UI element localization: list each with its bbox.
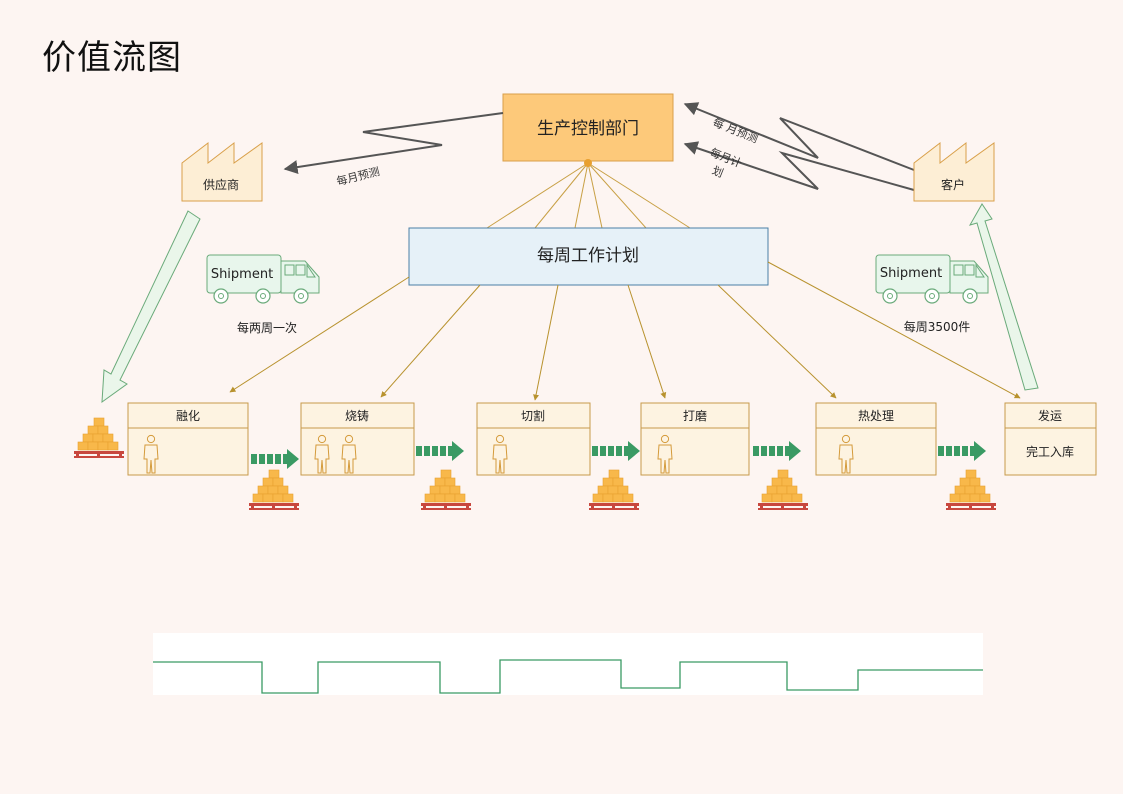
truck-supplier-label: Shipment [211,267,273,282]
push-arrow-icon [251,449,299,469]
inventory-pallet-icon [73,417,125,459]
push-arrow-icon [592,441,640,461]
customer: 客户 [913,141,995,202]
customer-shipment-arrow [968,203,1039,391]
production-control: 生产控制部门 [502,93,674,162]
customer-factory-icon [913,141,995,202]
process-热处理: 热处理 [815,402,937,476]
inventory-pallet-icon [945,469,997,511]
supplier-label: 供应商 [203,177,239,192]
truck-customer-label: Shipment [880,266,942,281]
process-box [300,402,415,476]
supplier: 供应商 [181,141,263,202]
inventory-pallet-icon [757,469,809,511]
process-name: 烧铸 [345,408,369,423]
process-box [1004,402,1097,476]
timeline-line [153,659,983,694]
info-flow-from-customer: 每 月预测 每月计 划 [683,102,915,191]
shipment-frequency-customer: 每周3500件 [904,319,971,334]
from-customer-label-1: 每 月预测 [711,115,760,146]
process-name: 打磨 [683,409,707,423]
truck-customer: Shipment 每周3500件 [875,254,989,334]
process-name: 发运 [1038,408,1062,423]
process-打磨: 打磨 [640,402,750,476]
inventory-pallet-icon [248,469,300,511]
supplier-factory-icon [181,141,263,202]
process-box [640,402,750,476]
inventory-pallet-icon [588,469,640,511]
process-name: 融化 [176,409,200,423]
truck-supplier: Shipment 每两周一次 [206,254,320,335]
process-烧铸: 烧铸 [300,402,415,476]
shipment-frequency-supplier: 每两周一次 [237,320,297,335]
push-arrow-icon [753,441,801,461]
page-title: 价值流图 [42,38,182,78]
process-body-text: 完工入库 [1026,444,1074,459]
supplier-shipment-arrow [101,210,201,404]
process-name: 热处理 [858,409,894,423]
push-arrow-icon [416,441,464,461]
push-arrow-icon [938,441,986,461]
schedule-connectors [229,261,1021,401]
info-flow-to-supplier: 每月预测 [283,112,504,188]
timeline [153,633,983,695]
control-connectors [486,159,691,229]
weekly-schedule-box [408,227,769,286]
weekly-schedule: 每周工作计划 [408,227,769,286]
process-融化: 融化 [127,402,249,476]
to-supplier-label: 每月预测 [335,164,381,188]
production-control-label: 生产控制部门 [537,119,639,139]
production-control-box [502,93,674,162]
inventory-pallet-icon [420,469,472,511]
weekly-schedule-label: 每周工作计划 [537,246,639,266]
process-name: 切割 [521,408,545,423]
customer-label: 客户 [941,177,965,192]
process-发运: 发运 完工入库 [1004,402,1097,476]
process-切割: 切割 [476,402,591,476]
process-box [127,402,249,476]
process-box [815,402,937,476]
